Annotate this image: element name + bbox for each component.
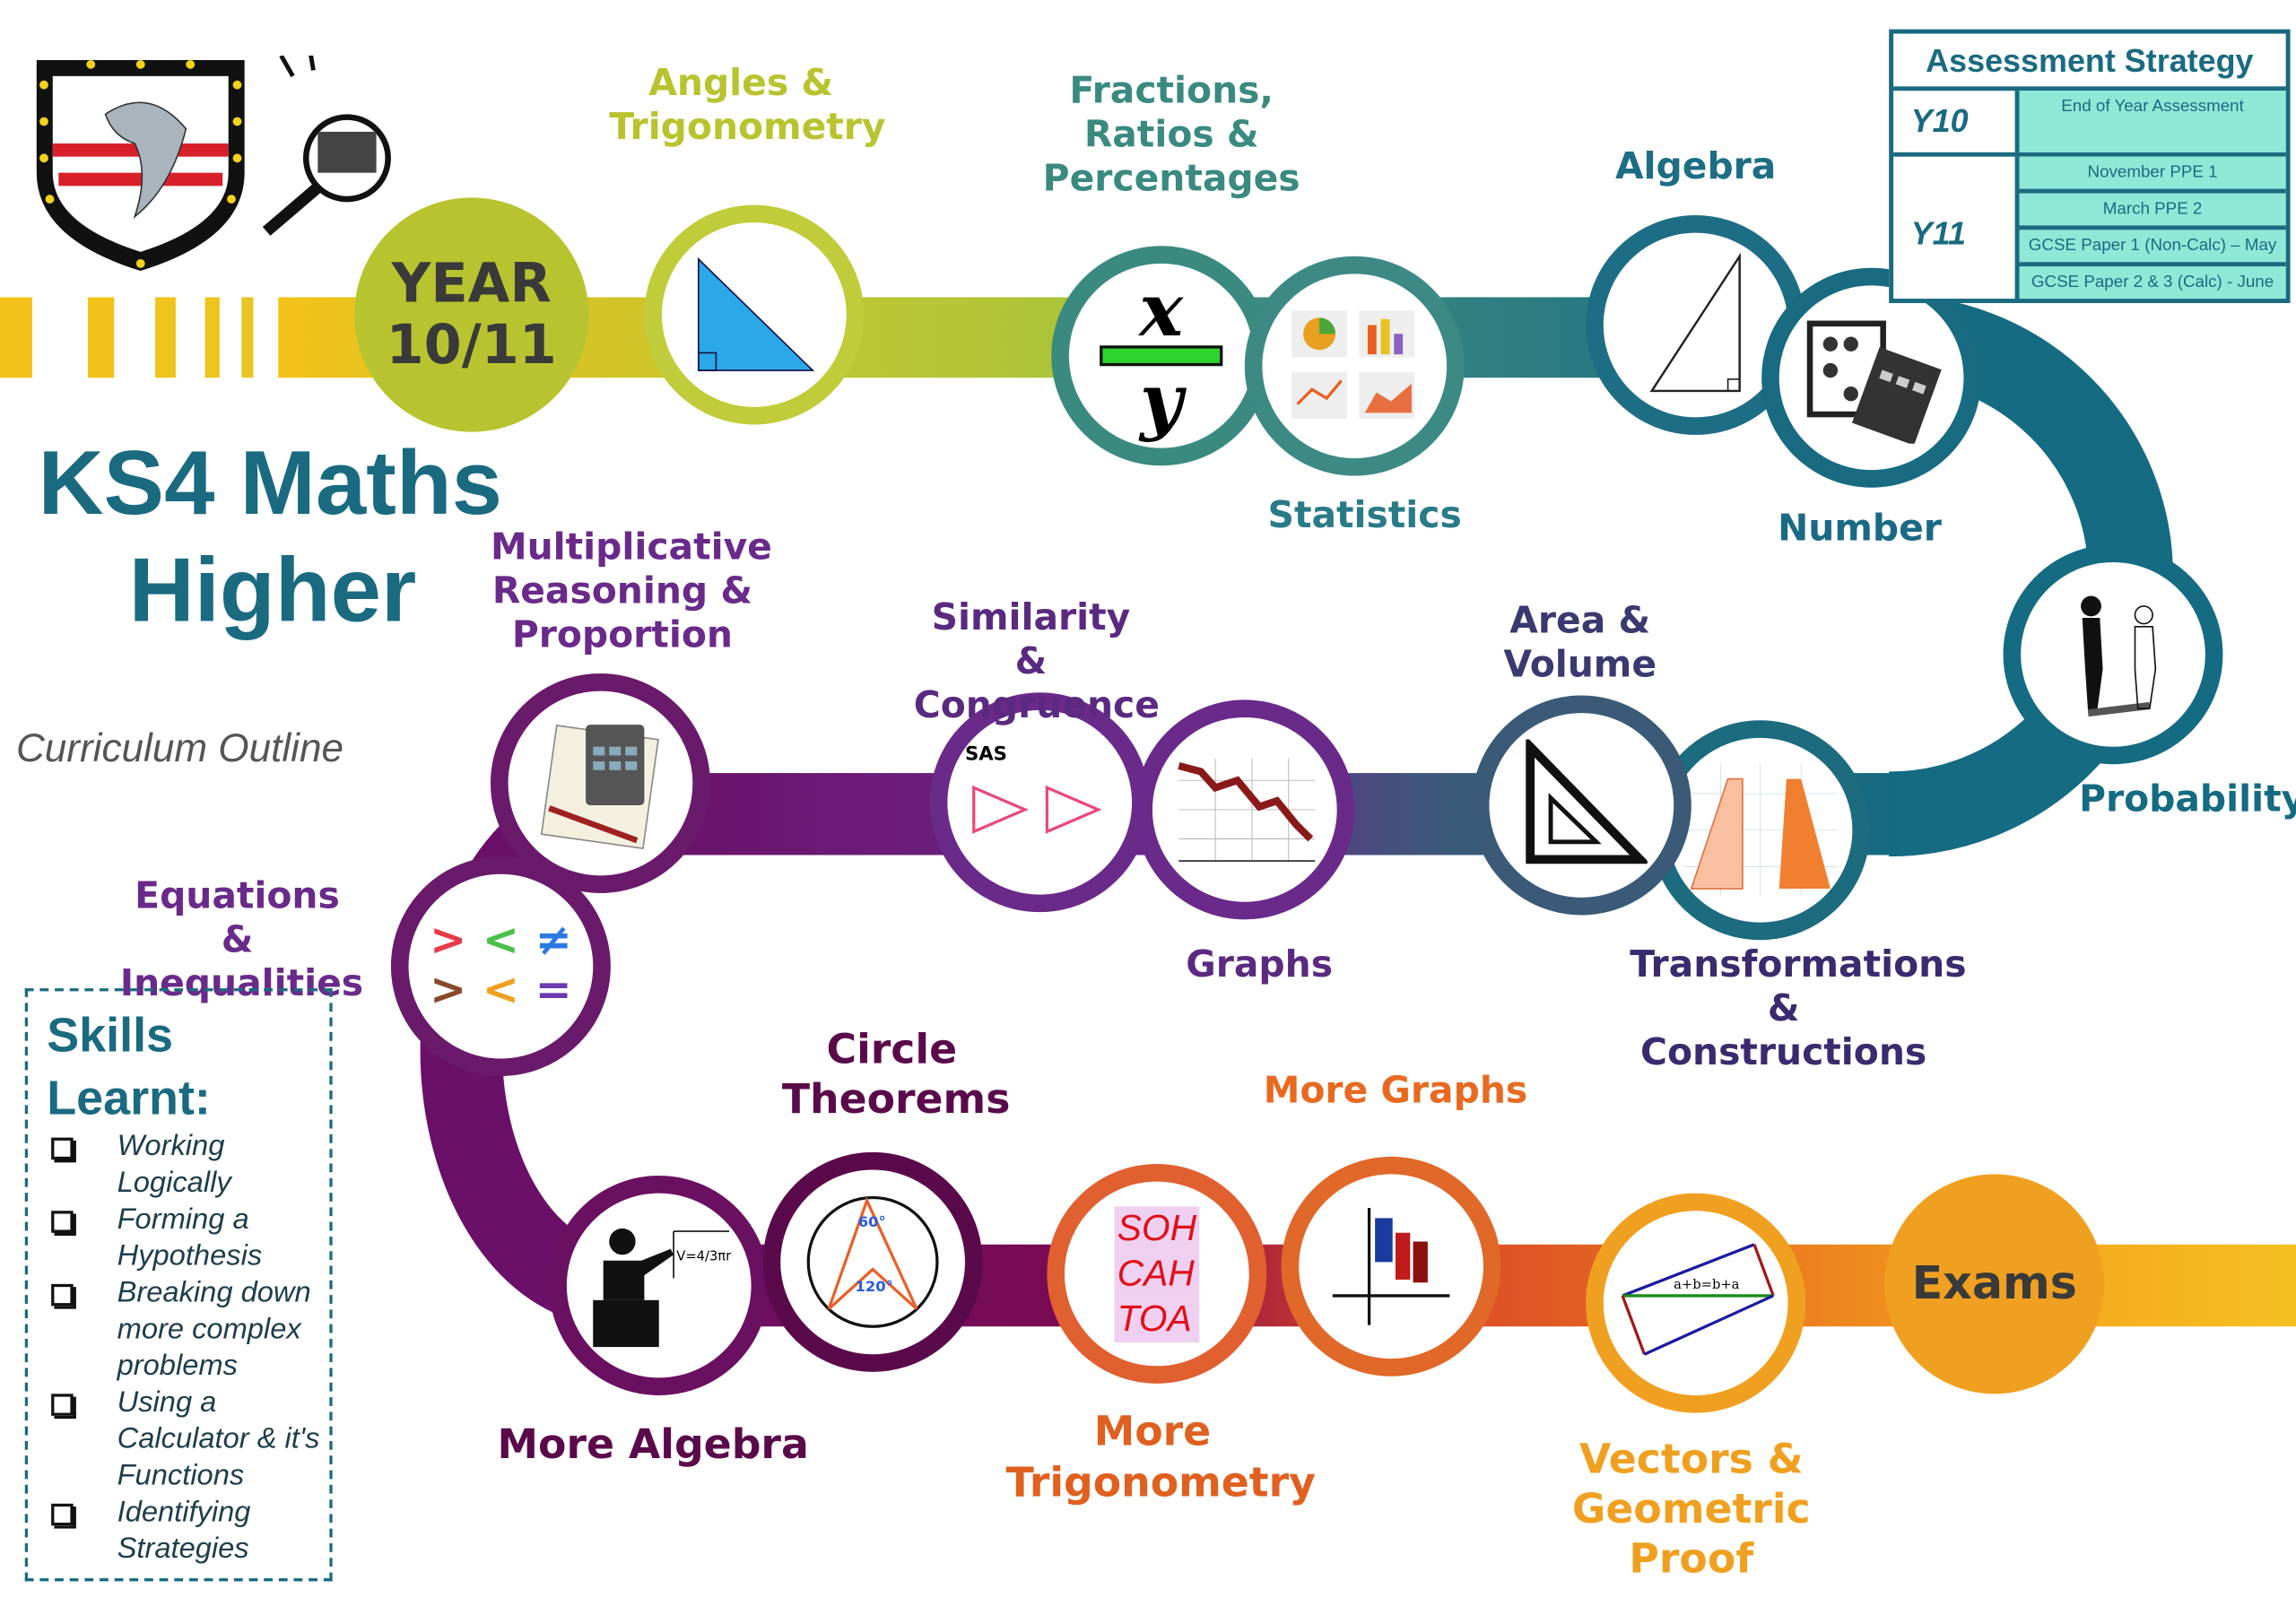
topic-circle-theorems[interactable]: 60° 120°: [762, 1151, 983, 1372]
topic-graphs[interactable]: [1135, 699, 1355, 920]
set-square-icon: [1526, 739, 1648, 864]
assessment-heading: Assessment Strategy: [1893, 34, 2286, 91]
label-statistics: Statistics: [1267, 493, 1462, 536]
topic-vectors-proof[interactable]: a+b=b+a: [1586, 1193, 1806, 1413]
assessment-item: November PPE 1: [2019, 156, 2286, 194]
year-value: 10/11: [386, 313, 557, 377]
assessment-item: March PPE 2: [2019, 193, 2286, 230]
label-more-trigonometry: More Trigonometry: [1005, 1407, 1316, 1507]
topic-area-volume[interactable]: [1471, 695, 1692, 916]
checkbox-icon: [51, 1137, 74, 1160]
fraction-bar: [1100, 345, 1223, 367]
skill-item: Breaking down more complex problems: [47, 1275, 329, 1385]
year-y11: Y11: [1893, 156, 2020, 300]
checkbox-icon: [51, 1211, 74, 1233]
triangle-abc-icon: [1649, 252, 1741, 393]
topic-equations-inequalities[interactable]: ><≠><=: [390, 856, 611, 1077]
toa-label: TOA: [1114, 1296, 1200, 1342]
assessment-item: GCSE Paper 1 (Non-Calc) – May: [2019, 230, 2286, 267]
label-vectors: Vectors & Geometric Proof: [1571, 1435, 1811, 1583]
topic-more-algebra[interactable]: V=4/3πr³: [549, 1176, 770, 1395]
people-silhouette-icon: [2081, 595, 2157, 717]
topic-probability[interactable]: [2003, 544, 2223, 765]
label-more-graphs: More Graphs: [1263, 1068, 1528, 1112]
label-number: Number: [1778, 506, 1942, 550]
skill-item: Identifying Strategies: [47, 1495, 329, 1568]
topic-angles-trigonometry[interactable]: [644, 204, 865, 425]
topic-more-graphs[interactable]: [1281, 1156, 1501, 1376]
year-label: YEAR: [391, 251, 552, 316]
vector-equation: a+b=b+a: [1674, 1278, 1740, 1293]
label-multiplicative: Multiplicative Reasoning & Proportion: [490, 525, 772, 656]
right-triangle-icon: [697, 257, 815, 371]
exams-badge[interactable]: Exams: [1884, 1174, 2105, 1394]
skill-item: Working Logically: [47, 1129, 329, 1203]
topic-statistics[interactable]: [1244, 256, 1465, 476]
3d-graph-icon: [1332, 1207, 1450, 1325]
label-transformations: Transformations & Constructions: [1630, 942, 1967, 1073]
label-more-algebra: More Algebra: [497, 1420, 809, 1469]
congruent-triangles-icon: SAS: [959, 743, 1120, 861]
teacher-board-icon: V=4/3πr³: [593, 1228, 732, 1348]
assessment-item: End of Year Assessment: [2019, 91, 2286, 152]
skill-item: Forming a Hypothesis: [47, 1202, 329, 1275]
transformation-shapes-icon: [1683, 764, 1838, 897]
label-angles: Angles & Trigonometry: [609, 61, 886, 148]
label-circle-theorems: Circle Theorems: [781, 1024, 1011, 1124]
cah-label: CAH: [1114, 1251, 1200, 1297]
assessment-row-y10: Y10 End of Year Assessment: [1893, 91, 2286, 157]
label-area-volume: Area & Volume: [1503, 598, 1657, 686]
sas-label: SAS: [964, 743, 1007, 766]
page-title-level: Higher: [128, 540, 417, 642]
abacus-calculator-icon: [1806, 320, 1942, 444]
magnifying-glass-icon: [262, 56, 391, 236]
checkbox-icon: [51, 1503, 74, 1526]
checkbox-icon: [51, 1394, 74, 1416]
start-stripes: [0, 297, 254, 378]
year-y10: Y10: [1893, 91, 2020, 152]
label-equations: Equations & Inequalities: [119, 873, 364, 1005]
line-graph-icon: [1178, 758, 1316, 862]
assessment-strategy-table: Assessment Strategy Y10 End of Year Asse…: [1889, 29, 2291, 303]
assessment-item: GCSE Paper 2 & 3 (Calc) - June: [2019, 266, 2286, 300]
page-title: KS4 Maths: [38, 433, 502, 534]
vector-diagram-icon: a+b=b+a: [1615, 1238, 1777, 1369]
svg-text:V=4/3πr³: V=4/3πr³: [676, 1249, 732, 1264]
label-graphs: Graphs: [1186, 942, 1333, 986]
page-subtitle: Curriculum Outline: [15, 725, 344, 770]
neq-symbol: ≠: [535, 915, 572, 967]
eq-symbol: =: [535, 964, 572, 1017]
label-algebra: Algebra: [1614, 144, 1777, 187]
checkbox-icon: [51, 1283, 74, 1307]
angle-120-label: 120°: [855, 1279, 893, 1296]
assessment-row-y11: Y11 November PPE 1 March PPE 2 GCSE Pape…: [1893, 156, 2286, 300]
topic-number[interactable]: [1761, 267, 1982, 488]
year-badge: YEAR 10/11: [354, 197, 589, 432]
fraction-numerator: x: [1139, 266, 1184, 353]
calculator-pen-icon: [540, 725, 659, 849]
charts-icon: [1292, 310, 1415, 419]
label-fractions: Fractions, Ratios & Percentages: [1042, 68, 1300, 200]
soh-label: SOH: [1114, 1205, 1200, 1252]
fraction-denominator: y: [1140, 357, 1183, 444]
skill-item: Using a Calculator & it's Functions: [47, 1385, 329, 1495]
circle-theorem-icon: 60° 120°: [799, 1189, 945, 1335]
label-probability: Probability: [2079, 777, 2296, 821]
label-similarity: Similarity & Congruence: [913, 595, 1160, 726]
angle-60-label: 60°: [857, 1215, 886, 1232]
school-crest-logo: [36, 56, 391, 272]
inequality-symbols-icon: ><≠><=: [422, 916, 579, 1016]
